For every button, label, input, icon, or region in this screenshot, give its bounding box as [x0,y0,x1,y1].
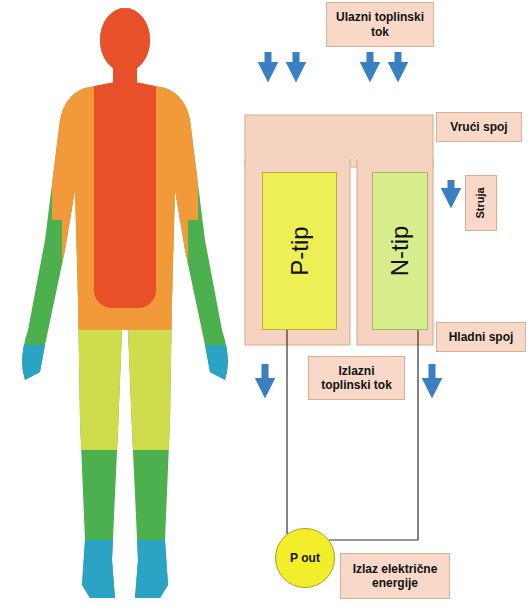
node-label: Izlazni toplinski tok [313,364,400,393]
p-type-leg: P-tip [262,172,337,330]
label-box: Vrući spoj [436,112,522,142]
node-label: Vrući spoj [450,120,507,134]
n-type-leg: N-tip [372,172,428,330]
label-box: Ulazni toplinski tok [326,2,434,47]
label-box: Izlazni toplinski tok [308,356,405,400]
node-label: Struja [474,187,487,218]
node-label: Izlaz električne energije [345,562,445,591]
node-label: P-tip [285,226,314,275]
thermocouple-body [245,115,433,345]
label-box: Struja [465,175,497,231]
node-label: P out [290,551,320,565]
node-label: Hladni spoj [449,330,514,344]
wire [287,330,288,534]
node-label: N-tip [386,226,415,277]
power-output-circle: P out [275,528,335,588]
node-label: Ulazni toplinski tok [331,10,429,39]
label-box: Hladni spoj [436,322,526,352]
thermal-body [0,0,255,605]
label-box: Izlaz električne energije [340,553,450,599]
